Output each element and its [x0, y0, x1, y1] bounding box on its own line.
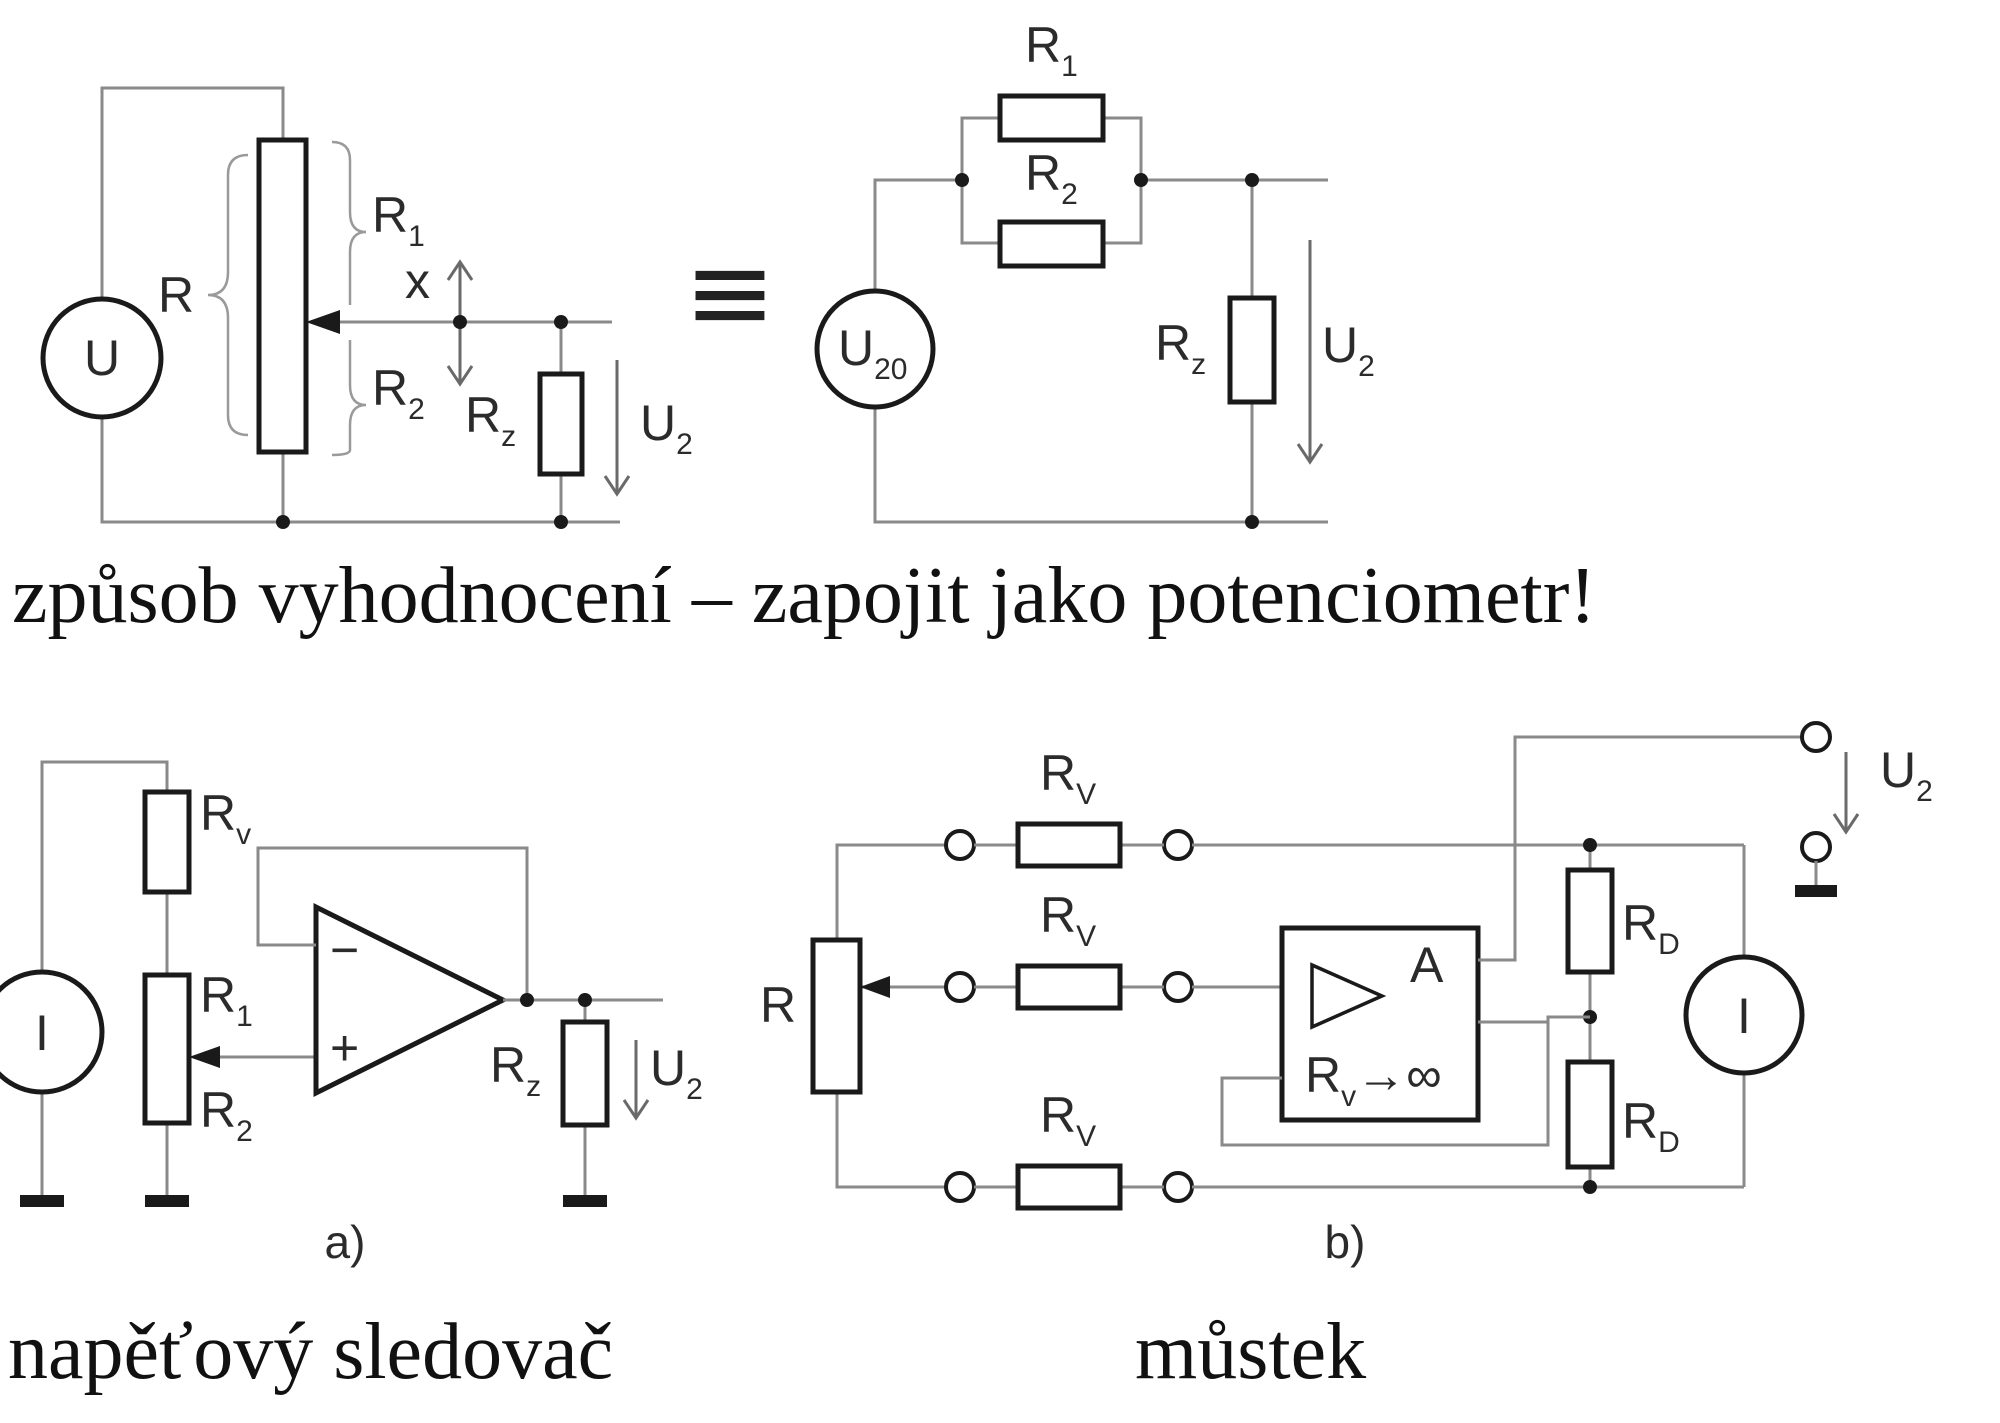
wiper-arrow-icon: [306, 310, 340, 334]
amplifier-input-resistance: Rv→∞: [1305, 1047, 1442, 1113]
x-label: x: [405, 253, 430, 309]
ground-icon: [20, 1195, 64, 1207]
r1-label: R1: [372, 187, 425, 253]
rv-label: Rv: [200, 785, 251, 851]
rd-label-bottom: RD: [1622, 1093, 1680, 1159]
r2-label: R2: [1025, 145, 1078, 211]
load-resistor-rz: [1227, 295, 1277, 405]
lead-resistor-rv-top: [1015, 821, 1123, 869]
load-resistor-rz: [560, 1019, 610, 1128]
opamp-triangle: [313, 902, 509, 1098]
u2-label: U2: [640, 395, 693, 461]
subfigure-tag-a: a): [325, 1216, 366, 1268]
ground-icon: [1795, 885, 1837, 897]
potentiometer-circuit: U R R1 R2 x Rz U2: [40, 86, 693, 529]
rd-label-top: RD: [1622, 895, 1680, 961]
brace-r2: [331, 340, 367, 457]
opamp-plus: +: [330, 1020, 359, 1076]
potentiometer-r: [810, 937, 863, 1095]
equivalent-circuit: U20 R1 R2 Rz U2: [814, 17, 1375, 529]
resistor-r2: [997, 219, 1106, 269]
u2-label: U2: [650, 1040, 703, 1106]
brace-r1: [331, 140, 367, 305]
resistor-r1: [997, 93, 1106, 143]
wiper-arrow-icon: [860, 976, 890, 998]
resistor-rd-bottom: [1565, 1059, 1615, 1170]
voltage-source-label: U: [84, 330, 120, 386]
ground-icon: [563, 1195, 607, 1207]
current-source-label: I: [35, 1005, 49, 1061]
rv-label-bottom: RV: [1040, 1087, 1096, 1153]
equivalence-sign: ≡: [684, 228, 776, 356]
potentiometer: [142, 972, 192, 1126]
current-source-label: I: [1737, 988, 1751, 1044]
rv-label-top: RV: [1040, 745, 1096, 811]
output-terminal-top: [1800, 721, 1832, 753]
current-source-i: [1683, 954, 1805, 1076]
load-resistor-rz: [537, 371, 585, 477]
r1-label: R1: [200, 967, 253, 1033]
pot-label-r: R: [760, 977, 796, 1033]
u20-label: U20: [838, 320, 907, 386]
lead-resistor-rv-bottom: [1015, 1163, 1123, 1211]
opamp-minus: −: [330, 922, 359, 978]
current-source-i: [0, 969, 105, 1095]
r2-label: R2: [372, 360, 425, 426]
amplifier-label: A: [1410, 937, 1444, 993]
pot-label-r: R: [158, 267, 194, 323]
rz-label: Rz: [465, 387, 516, 453]
lead-resistor-rv-middle: [1015, 963, 1123, 1011]
ground-icon: [145, 1195, 189, 1207]
caption-bridge: můstek: [1135, 1308, 1366, 1396]
voltage-source-u20: [814, 288, 936, 410]
rv-label-middle: RV: [1040, 887, 1096, 953]
amplifier-triangle-icon: [1310, 962, 1387, 1030]
caption-voltage-follower: napěťový sledovač: [8, 1308, 613, 1396]
output-terminal-bottom: [1800, 831, 1832, 863]
resistor-rd-top: [1565, 867, 1615, 975]
r2-label: R2: [200, 1082, 253, 1148]
resistor-rv: [142, 789, 192, 895]
bridge-circuit: R RV RV RV A Rv→∞: [760, 721, 1933, 1268]
wiper-arrow-icon: [189, 1046, 220, 1068]
potentiometer-r: [256, 137, 309, 455]
brace-r: [207, 153, 249, 437]
u2-label: U2: [1322, 317, 1375, 383]
u2-label: U2: [1880, 742, 1933, 808]
subfigure-tag-b: b): [1325, 1216, 1366, 1268]
voltage-source-u: [40, 296, 164, 420]
rz-label: Rz: [1155, 315, 1206, 381]
caption-evaluation-method: způsob vyhodnocení – zapojit jako potenc…: [12, 552, 1596, 640]
amplifier-block: [1279, 925, 1481, 1123]
r1-label: R1: [1025, 17, 1078, 83]
voltage-follower-circuit: I Rv R1 R2 − + Rz U2 a): [0, 760, 703, 1268]
rz-label: Rz: [490, 1037, 541, 1103]
